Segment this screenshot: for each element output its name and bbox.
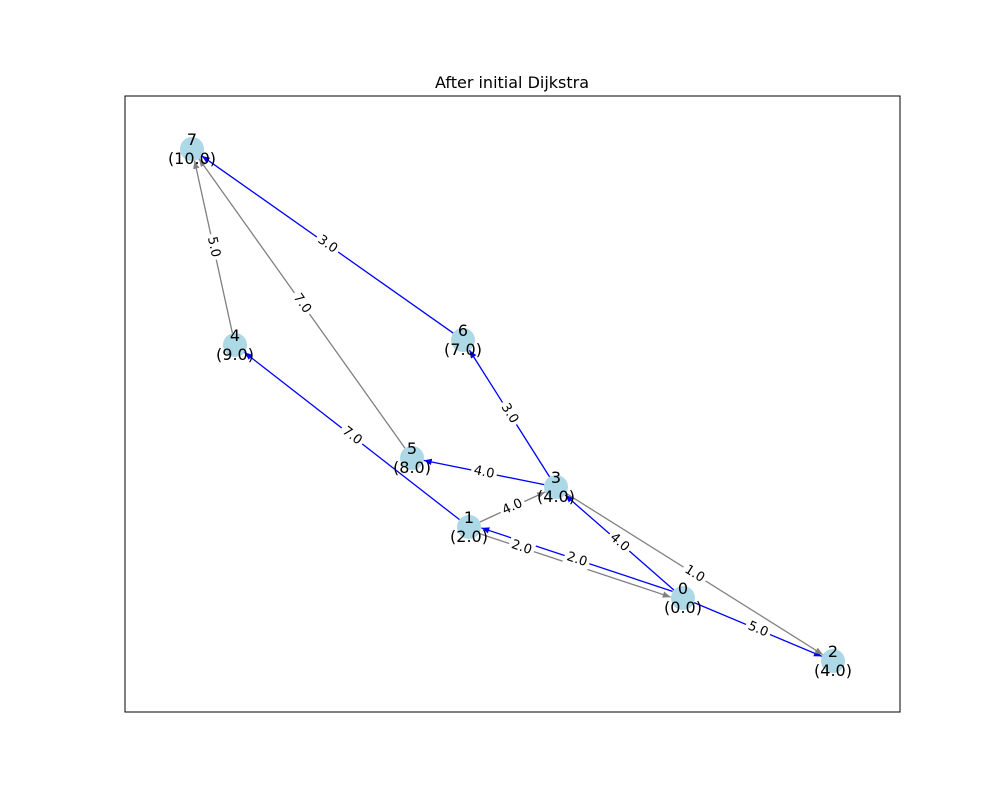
edge-label-1-3: 4.0 (496, 493, 528, 520)
edge-label-background (742, 616, 774, 642)
plot-frame (124, 95, 901, 713)
edge-label-background (604, 527, 636, 558)
edge-weight-text: 5.0 (204, 235, 223, 258)
edge-label-6-7: 3.0 (312, 229, 344, 259)
edge-label-3-6: 3.0 (495, 397, 525, 429)
edge-label-background (495, 397, 525, 429)
node-7 (180, 137, 204, 161)
node-3 (544, 475, 568, 499)
node-id-label: 6 (458, 321, 468, 340)
edge-label-3-5: 4.0 (469, 461, 499, 483)
edge-labels-layer: 2.02.05.04.04.01.04.03.07.03.07.05.0 (202, 229, 774, 642)
nodes-layer: 0(0.0)1(2.0)2(4.0)3(4.0)4(9.0)5(8.0)6(7.… (168, 130, 852, 680)
node-distance-label: (10.0) (168, 149, 216, 168)
edge-label-1-0: 2.0 (506, 534, 537, 560)
node-1 (457, 515, 481, 539)
edge-label-background (312, 229, 344, 259)
node-distance-label: (9.0) (216, 345, 254, 364)
edge-label-background (496, 493, 528, 520)
edge-weight-text: 4.0 (472, 463, 495, 482)
node-0 (671, 586, 695, 610)
edge-label-1-4: 7.0 (336, 420, 368, 451)
node-id-label: 0 (678, 579, 688, 598)
node-distance-label: (7.0) (444, 340, 482, 359)
node-distance-label: (2.0) (450, 527, 488, 546)
node-id-label: 5 (407, 439, 417, 458)
node-id-label: 4 (230, 326, 240, 345)
edge-weight-text: 2.0 (509, 537, 533, 558)
edge-label-background (287, 287, 317, 319)
edge-label-0-2: 5.0 (742, 616, 774, 642)
diagram-title: After initial Dijkstra (435, 73, 589, 92)
node-distance-label: (8.0) (393, 458, 431, 477)
node-4 (223, 333, 247, 357)
node-id-label: 7 (187, 130, 197, 149)
node-id-label: 3 (551, 468, 561, 487)
node-2 (821, 649, 845, 673)
edge-label-background (679, 559, 711, 588)
edge-label-5-7: 7.0 (287, 287, 317, 319)
node-5 (400, 446, 424, 470)
edge-weight-text: 5.0 (746, 619, 771, 641)
node-distance-label: (4.0) (537, 487, 575, 506)
edge-label-4-7: 5.0 (202, 232, 226, 262)
edge-label-background (506, 534, 537, 560)
node-distance-label: (4.0) (814, 661, 852, 680)
node-6 (451, 328, 475, 352)
edge-label-background (562, 547, 593, 572)
edge-label-0-1: 2.0 (562, 547, 593, 572)
node-distance-label: (0.0) (664, 598, 702, 617)
node-id-label: 2 (828, 642, 838, 661)
edge-label-background (336, 420, 368, 451)
node-id-label: 1 (464, 508, 474, 527)
edge-label-background (202, 232, 226, 262)
edge-weight-text: 2.0 (565, 549, 589, 570)
edge-label-background (469, 461, 499, 483)
